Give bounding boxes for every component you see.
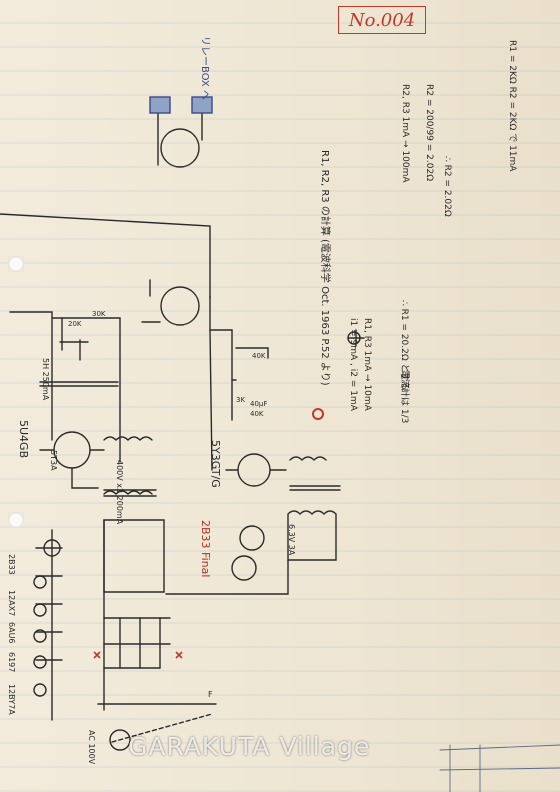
heater-label: 6.3V 3A [287, 524, 296, 556]
tube-5y3gt-label: 5Y3GT/G [209, 440, 222, 488]
ac-100v-label: AC 100V [87, 730, 96, 765]
r1-r3-line: R1, R3 1mA → 10mA [362, 318, 372, 411]
tube-5t3a-label: 5T3A [49, 450, 58, 471]
header-line [0, 213, 211, 299]
res-30k-label: 30K [92, 310, 106, 318]
table-lines [439, 744, 560, 792]
i-values-line: i1 = 9mA , i2 = 1mA [348, 318, 358, 411]
res-3k-label: 3K [236, 396, 246, 404]
transformer-1 [103, 436, 153, 495]
octal-socket-top [160, 128, 200, 168]
res-40k-label-2: 40K [250, 410, 264, 418]
transformer-400v-label: 400V x2 200mA [115, 460, 124, 525]
tube-12ax7-label: 12AX7 [7, 590, 16, 617]
tube-6197-label: 6197 [7, 652, 16, 673]
relay-box-label: リレーBOX へ [199, 36, 210, 100]
watermark: GARAKUTA Village [128, 732, 371, 761]
punch-hole-bottom [8, 512, 24, 528]
r-range-line: R2, R3 1mA → 100mA [400, 84, 410, 183]
punch-hole-top [8, 256, 24, 272]
document-number-stamp: No.004 [338, 6, 426, 34]
ratio-note: 電流計は 1/3 [399, 370, 409, 424]
r2-short-line: ∴ R2 = 2.02Ω [442, 156, 452, 217]
tube-6au6-label: 6AU6 [7, 622, 16, 644]
fuse-label: F [208, 690, 213, 699]
res-40k-label: 40K [252, 352, 266, 360]
octal-socket-mid [160, 286, 200, 326]
bus-line [97, 519, 289, 711]
r2-final-line: R1 = 2KΩ R2 = 2KΩ で 11mA [507, 40, 517, 172]
tube-5u4gb [53, 431, 91, 469]
final-tube-label: 2B33 Final [199, 520, 212, 578]
tube-12by7a-label: 12BY7A [7, 684, 16, 715]
r2-value-line: R2 = 200/99 = 2.02Ω [424, 84, 434, 182]
res-20k-label: 20K [68, 320, 82, 328]
tube-5y3gt [237, 453, 271, 487]
tube-5u4gb-label: 5U4GB [17, 420, 30, 459]
red-bullet [312, 408, 324, 420]
tube-2b33-label: 2B33 [7, 554, 16, 575]
cap-40uf-label: 40μF [250, 400, 268, 408]
choke-label: 5H 250mA [41, 358, 50, 401]
calc-heading: R1, R2, R3 の計算 (電波科学 Oct. 1963 P.52 より) [319, 150, 330, 386]
transformer-2 [287, 510, 337, 561]
